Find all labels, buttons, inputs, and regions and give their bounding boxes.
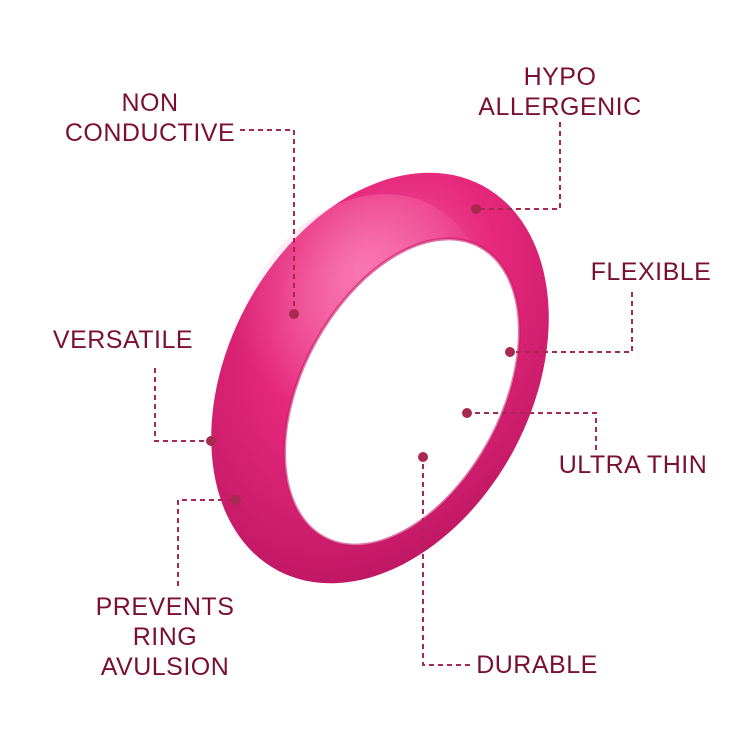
anchor-dot-ultra-thin [462, 408, 472, 418]
leader-line-ultra-thin [467, 412, 597, 450]
label-line: RING [132, 623, 198, 651]
leader-line-durable [422, 457, 470, 666]
label-prevents-ring-avulsion: PREVENTS RING AVULSION [92, 592, 238, 682]
leader-lines [154, 122, 633, 666]
leader-line-prevents-avulsion [177, 499, 236, 586]
label-flexible: FLEXIBLE [586, 257, 716, 287]
label-line: ULTRA THIN [558, 451, 708, 479]
label-durable: DURABLE [472, 650, 602, 680]
label-versatile: VERSATILE [50, 325, 196, 355]
label-line: AVULSION [100, 653, 230, 681]
anchor-dot-hypo-allergenic [471, 204, 481, 214]
label-line: NON [121, 89, 179, 117]
label-ultra-thin: ULTRA THIN [548, 450, 718, 480]
ring-hole-rim [283, 237, 521, 547]
leader-line-non-conductive [240, 129, 295, 314]
label-line: HYPO [523, 63, 597, 91]
label-hypo-allergenic: HYPO ALLERGENIC [472, 62, 648, 122]
anchor-dot-non-conductive [289, 309, 299, 319]
label-non-conductive: NON CONDUCTIVE [62, 88, 238, 148]
label-line: DURABLE [476, 651, 598, 679]
anchor-dot-versatile [206, 436, 216, 446]
label-line: CONDUCTIVE [64, 119, 236, 147]
anchor-dot-prevents-avulsion [231, 495, 241, 505]
label-line: PREVENTS [95, 593, 235, 621]
label-line: FLEXIBLE [590, 258, 712, 286]
leader-line-flexible [510, 292, 633, 353]
anchor-dots [206, 204, 515, 505]
leader-line-versatile [154, 368, 211, 442]
leader-line-hypo-allergenic [476, 122, 561, 210]
label-line: ALLERGENIC [478, 93, 642, 121]
anchor-dot-flexible [505, 347, 515, 357]
anchor-dot-durable [418, 452, 428, 462]
label-line: VERSATILE [52, 326, 194, 354]
